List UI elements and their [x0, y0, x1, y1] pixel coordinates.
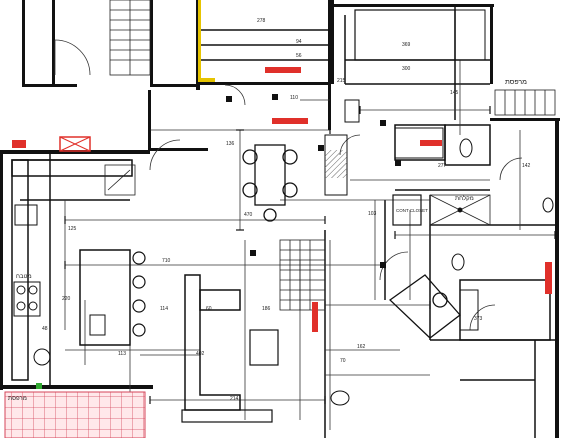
bed — [459, 279, 551, 341]
sink-icon — [33, 348, 51, 366]
bed-top-right — [354, 9, 456, 61]
columns — [226, 94, 401, 268]
hebrew-label-top-right: מרפסת — [505, 79, 527, 86]
dim-402: 402 — [196, 351, 205, 357]
dim-470: 470 — [244, 212, 253, 218]
red-markers — [12, 67, 552, 332]
stairs-top-left — [109, 0, 151, 76]
dim-369: 369 — [402, 42, 411, 48]
sofa — [184, 274, 241, 411]
dim-114: 114 — [160, 306, 168, 312]
yellow-marker — [198, 0, 201, 82]
dim-220: 220 — [62, 296, 71, 302]
cooktop — [13, 281, 41, 317]
bar-stools — [132, 251, 146, 337]
dim-277: 277 — [438, 163, 447, 169]
outer-walls — [0, 0, 560, 438]
dim-215: 215 — [337, 78, 346, 84]
dimension-lines — [64, 60, 555, 430]
dim-278: 278 — [257, 18, 266, 24]
kitchen — [11, 159, 146, 381]
dim-300: 300 — [402, 66, 411, 72]
dim-94: 94 — [296, 39, 302, 45]
dim-56: 56 — [296, 53, 302, 59]
dim-110: 110 — [290, 95, 298, 101]
dim-145: 145 — [450, 90, 459, 96]
dim-214: 214 — [230, 396, 239, 402]
dim-70: 70 — [340, 358, 346, 364]
hebrew-label-mid-right: מקלחת — [455, 194, 474, 202]
sink-icon-bottom — [330, 390, 350, 406]
dim-48: 48 — [42, 326, 48, 332]
terrace-tiles — [4, 391, 146, 438]
hebrew-label-kitchen: מטבח — [16, 274, 32, 280]
toilet-icon — [459, 138, 473, 158]
coffee-table — [249, 329, 279, 366]
dim-113: 113 — [118, 351, 126, 357]
dim-162: 162 — [357, 344, 366, 350]
wardrobe — [394, 127, 444, 159]
dim-142: 142 — [522, 163, 531, 169]
dim-186: 186 — [262, 306, 271, 312]
desk-angled — [388, 274, 461, 339]
hebrew-label-bottom-left: מרפסת — [8, 396, 27, 402]
cont-closet-label: CONT CLOSET — [396, 208, 428, 213]
dimension-labels: 278 94 56 369 300 215 110 125 136 470 27… — [42, 18, 531, 402]
dining-table — [242, 144, 298, 222]
dim-103: 103 — [368, 211, 377, 217]
sink-icon-right — [542, 197, 554, 213]
dim-136: 136 — [226, 141, 235, 147]
stairs-center — [279, 239, 326, 311]
dim-125: 125 — [68, 226, 77, 232]
dim-710: 710 — [162, 258, 171, 264]
toilet-icon-2 — [451, 253, 465, 271]
dim-373: 373 — [474, 316, 483, 322]
green-marker — [36, 383, 42, 389]
dim-60: 60 — [206, 306, 212, 312]
kitchen-island — [79, 249, 131, 346]
stairs-top-right — [494, 89, 556, 116]
tv-unit — [181, 409, 273, 423]
closet-box — [392, 194, 422, 226]
